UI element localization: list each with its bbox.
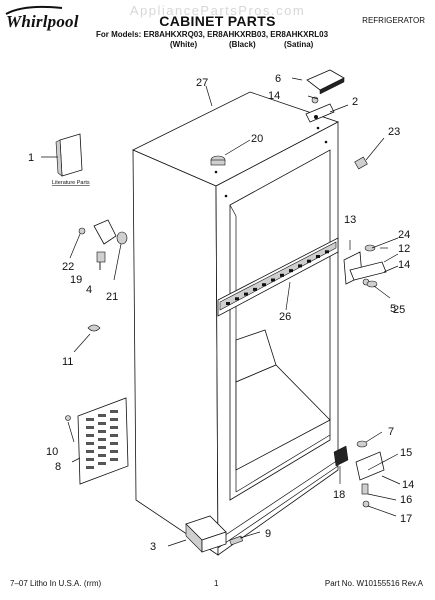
cabinet-plug[interactable]: [210, 155, 226, 166]
leveling-screw[interactable]: [229, 535, 244, 546]
callout-20: 20: [251, 133, 263, 145]
spacer-19[interactable]: [96, 251, 106, 263]
brand-name: Whirlpool: [6, 12, 79, 31]
color-black: (Black): [229, 40, 256, 49]
models-line: For Models: ER8AHKXRQ03, ER8AHKXRB03, ER…: [96, 30, 329, 39]
callout-11: 11: [62, 356, 73, 368]
callout-22: 22: [62, 261, 74, 273]
rear-access-panel[interactable]: [77, 397, 129, 485]
callout-10: 10: [46, 446, 58, 458]
callout-12: 12: [398, 243, 410, 255]
callout-4: 4: [86, 284, 92, 296]
thermostat-knob-assembly[interactable]: [93, 219, 128, 245]
callout-14-center: 14: [398, 259, 410, 271]
category-label: REFRIGERATOR: [362, 16, 425, 25]
wire-clip[interactable]: [87, 324, 101, 332]
roller-assembly[interactable]: [185, 515, 227, 553]
callout-8: 8: [55, 461, 61, 473]
callout-1: 1: [28, 152, 34, 164]
bottom-hinge[interactable]: [355, 451, 385, 495]
hinge-spacer[interactable]: [366, 280, 378, 288]
callout-13: 13: [344, 214, 356, 226]
page-title: CABINET PARTS: [159, 13, 276, 29]
callout-18: 18: [333, 489, 345, 501]
top-hinge[interactable]: [305, 103, 335, 123]
panel-screw[interactable]: [65, 415, 71, 421]
footer-part-number: Part No. W10155516 Rev.A: [324, 579, 423, 588]
color-white: (White): [170, 40, 198, 49]
callout-7: 7: [388, 426, 394, 438]
leader-lines: [41, 77, 401, 547]
literature-parts-book[interactable]: [55, 133, 83, 177]
center-hinge[interactable]: [343, 251, 387, 286]
center-mullion[interactable]: [217, 237, 339, 317]
color-satina: (Satina): [284, 40, 314, 49]
callout-numbers: 1 2 3 4 5 6 7 8 9 10 11 12 13 14 14 14 1…: [28, 73, 414, 553]
cabinet-shell[interactable]: [132, 91, 340, 556]
callout-19: 19: [70, 274, 82, 286]
callout-9: 9: [265, 528, 271, 540]
callout-14-top: 14: [268, 90, 280, 102]
bottom-hinge-screw[interactable]: [362, 500, 370, 508]
screw-22[interactable]: [78, 227, 86, 235]
top-hinge-cover[interactable]: [306, 69, 345, 95]
callout-17: 17: [400, 513, 412, 525]
callout-21: 21: [106, 291, 118, 303]
callout-23: 23: [388, 126, 400, 138]
callout-6: 6: [275, 73, 281, 85]
bottom-hinge-shim[interactable]: [333, 445, 349, 467]
callout-2: 2: [352, 96, 358, 108]
footer-litho: 7–07 Litho In U.S.A. (rrm): [10, 579, 102, 588]
callout-27: 27: [196, 77, 208, 89]
callout-24: 24: [398, 229, 410, 241]
callout-5: 5: [390, 303, 396, 315]
literature-parts-label: Literature Parts: [52, 180, 90, 186]
callout-3: 3: [150, 541, 156, 553]
watermark: AppliancePartsPros.com: [129, 3, 306, 18]
bottom-hinge-washer[interactable]: [356, 440, 368, 448]
callout-15: 15: [400, 447, 412, 459]
logo-swoosh-icon: [5, 5, 63, 15]
footer-page-number: 1: [214, 579, 219, 588]
callout-16: 16: [400, 494, 412, 506]
callout-14-bottom: 14: [402, 479, 414, 491]
hinge-pin-cover[interactable]: [354, 156, 368, 170]
hinge-washer[interactable]: [364, 244, 376, 252]
callout-26: 26: [279, 311, 291, 323]
callout-25: 25: [393, 304, 405, 316]
whirlpool-logo: Whirlpool: [5, 5, 79, 32]
